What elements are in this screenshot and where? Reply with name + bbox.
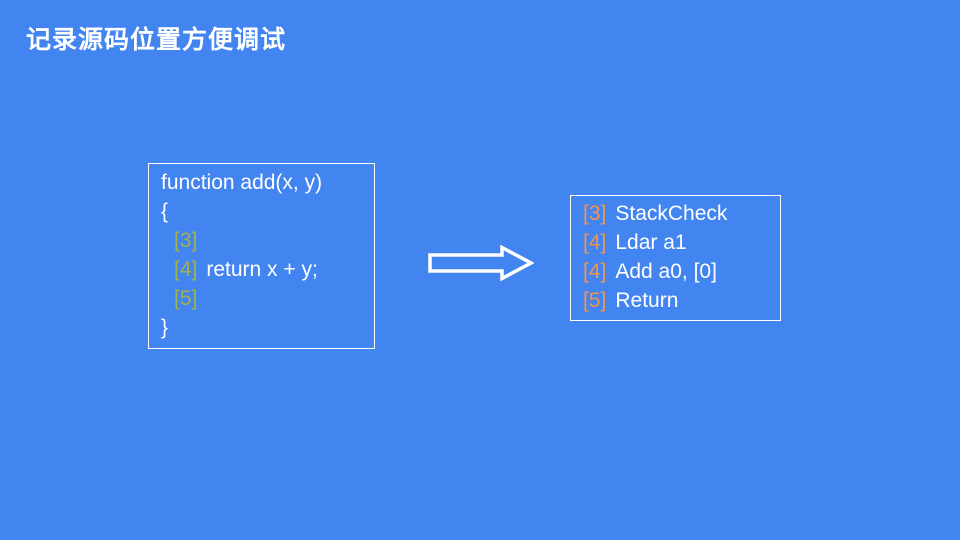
source-line: [5]	[161, 284, 362, 313]
bytecode-line: [4] Ldar a1	[583, 228, 768, 257]
slide-title: 记录源码位置方便调试	[26, 26, 287, 54]
source-line: [4] return x + y;	[161, 255, 362, 284]
bytecode-lineno: [4]	[583, 260, 607, 283]
source-lineno: [3]	[174, 229, 198, 252]
bytecode-lineno: [5]	[583, 289, 607, 312]
source-code-text: function add(x, y)	[161, 171, 323, 194]
source-code-text: return x + y;	[206, 258, 318, 281]
bytecode-box: [3]StackCheck [4]Ldar a1 [4]Add a0, [0] …	[570, 195, 781, 321]
bytecode-lineno: [4]	[583, 231, 607, 254]
source-code-text: {	[161, 200, 169, 223]
source-line: }	[161, 313, 362, 342]
source-lineno: [5]	[174, 287, 198, 310]
source-code-box: function add(x, y) { [3] [4] return x + y…	[148, 163, 375, 349]
bytecode-line: [4] Add a0, [0]	[583, 257, 768, 286]
right-arrow-icon	[428, 245, 534, 281]
source-line: {	[161, 197, 362, 226]
bytecode-text: Ldar a1	[615, 231, 687, 254]
bytecode-text: StackCheck	[615, 202, 728, 225]
source-line: function add(x, y)	[161, 168, 362, 197]
bytecode-line: [5] Return	[583, 286, 768, 315]
bytecode-text: Return	[615, 289, 679, 312]
bytecode-lineno: [3]	[583, 202, 607, 225]
source-code-text: }	[161, 316, 169, 339]
source-line: [3]	[161, 226, 362, 255]
bytecode-text: Add a0, [0]	[615, 260, 717, 283]
source-lineno: [4]	[174, 258, 198, 281]
bytecode-line: [3] StackCheck	[583, 199, 768, 228]
